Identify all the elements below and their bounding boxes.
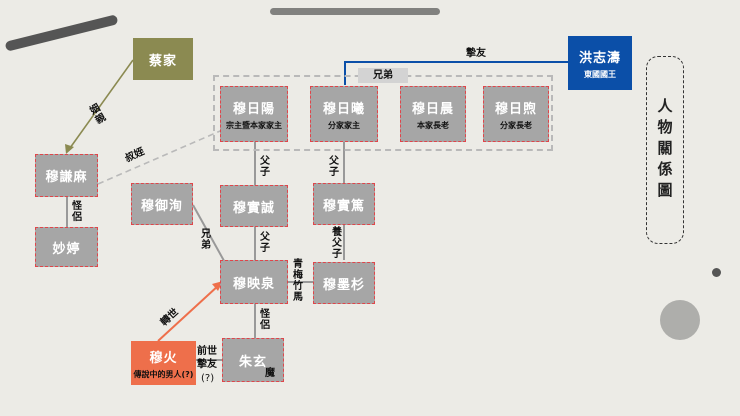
title-box: 人物關係圖: [646, 56, 684, 244]
node-role: 宗主暨本家家主: [226, 120, 282, 130]
label-father-son-2: 父子: [326, 155, 338, 177]
label-brothers-2: 兄弟: [198, 228, 210, 250]
node-name: 穆實篤: [322, 198, 365, 214]
label-brothers: 兄弟: [358, 68, 408, 83]
label-past-life: 前世: [197, 346, 217, 357]
ink-drop: [712, 268, 721, 277]
node-hong-zhitao[interactable]: 洪志濤 東國國王: [568, 36, 632, 90]
node-zhu-xuan[interactable]: 朱玄 魔: [222, 338, 284, 382]
node-name: 洪志濤: [578, 50, 621, 66]
label-question: (?): [201, 373, 215, 384]
ink-stroke-top-center: [270, 8, 440, 15]
label-couple-2: 怪侶: [257, 308, 269, 330]
node-role: 分家家主: [328, 120, 360, 130]
node-name: 穆日曦: [322, 101, 365, 117]
node-name: 穆日煦: [494, 101, 537, 117]
node-mu-moshan[interactable]: 穆墨杉: [313, 262, 375, 304]
node-name: 朱玄: [238, 354, 267, 370]
label-childhood: 青梅竹馬: [290, 258, 302, 302]
node-mu-yujiong[interactable]: 穆御洵: [131, 183, 193, 225]
node-name: 穆御洵: [140, 198, 183, 214]
label-adoptive: 養父子: [329, 226, 341, 259]
node-name: 穆謙麻: [45, 170, 88, 185]
node-name: 穆實誠: [232, 200, 275, 216]
node-mu-rixi[interactable]: 穆日曦 分家家主: [310, 86, 378, 142]
label-past-friend: 摯友: [197, 359, 217, 370]
node-name: 穆火: [149, 350, 178, 366]
node-miao-ting[interactable]: 妙婷: [35, 227, 98, 267]
node-mu-richen[interactable]: 穆日晨 本家長老: [400, 86, 466, 142]
label-father-son-1: 父子: [257, 155, 269, 177]
node-mu-riyang[interactable]: 穆日陽 宗主暨本家家主: [220, 86, 288, 142]
node-name: 穆日陽: [232, 101, 275, 117]
node-mu-huo[interactable]: 穆火 傳說中的男人(?): [131, 341, 196, 385]
node-mu-shicheng[interactable]: 穆實誠: [220, 185, 288, 227]
node-mu-rixu[interactable]: 穆日煦 分家長老: [483, 86, 549, 142]
ink-splatter: [660, 300, 700, 340]
label-close-friend: 摯友: [466, 48, 486, 59]
node-role: 東國國王: [584, 69, 616, 79]
node-mu-qianma[interactable]: 穆謙麻: [35, 154, 98, 197]
node-name: 穆墨杉: [322, 277, 365, 293]
node-role: 傳說中的男人(?): [133, 369, 194, 379]
label-father-son-3: 父子: [257, 231, 269, 253]
node-name: 穆映泉: [232, 276, 275, 292]
page-title: 人物關係圖: [655, 97, 674, 203]
node-cai-jia[interactable]: 蔡家: [133, 38, 193, 80]
node-mu-shidu[interactable]: 穆實篤: [313, 183, 375, 225]
node-name: 穆日晨: [411, 101, 454, 117]
node-role: 本家長老: [417, 120, 449, 130]
node-name: 妙婷: [52, 241, 81, 257]
node-tag: 魔: [265, 368, 275, 379]
label-couple-1: 怪侶: [69, 200, 81, 222]
node-role: 分家長老: [500, 120, 532, 130]
node-name: 蔡家: [148, 53, 177, 69]
node-mu-yingquan[interactable]: 穆映泉: [220, 260, 288, 304]
